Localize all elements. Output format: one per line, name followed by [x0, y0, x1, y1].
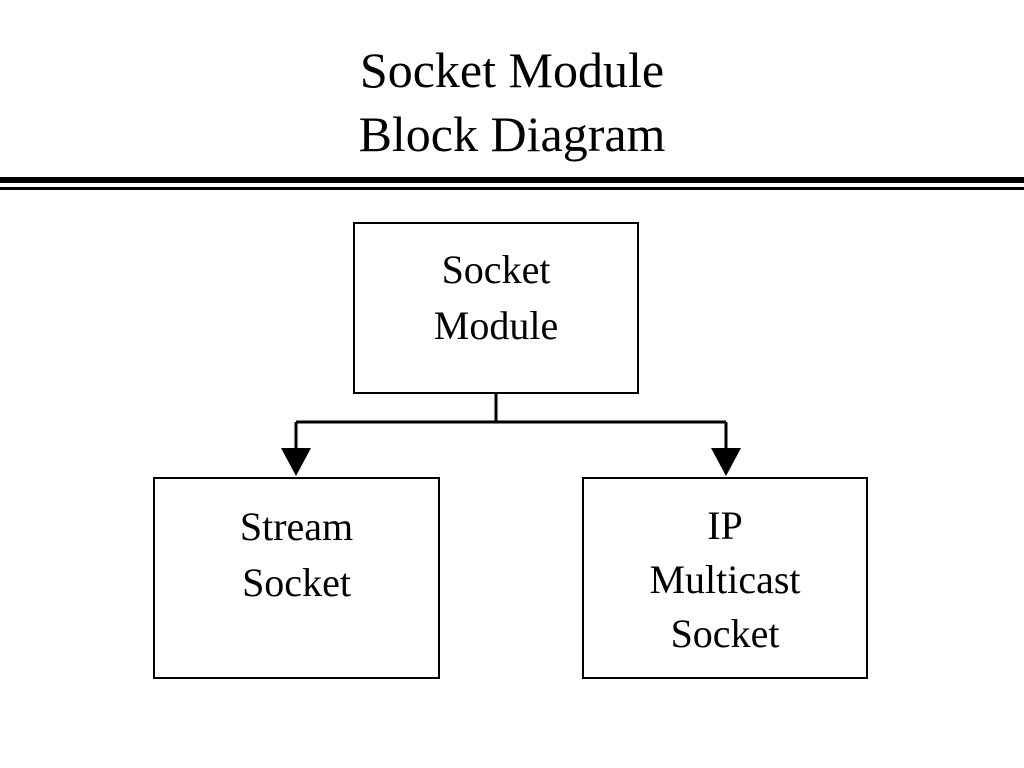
arrowhead-stream-socket: [281, 448, 311, 476]
node-socket-module: Socket Module: [353, 222, 639, 394]
node-label-line-2: Module: [433, 303, 559, 348]
title-line-1: Socket Module: [359, 42, 665, 98]
node-label-line-3: Socket: [670, 611, 780, 656]
title-divider-thin: [0, 187, 1024, 190]
title-line-2: Block Diagram: [358, 106, 666, 162]
node-label-line-2: Socket: [242, 560, 351, 605]
node-label-line-1: IP: [707, 503, 743, 548]
node-label-line-2: Multicast: [649, 557, 801, 602]
node-stream-socket: Stream Socket: [153, 477, 440, 679]
arrowhead-ip-multicast-socket: [711, 448, 741, 476]
node-label-line-1: Socket: [441, 247, 551, 292]
node-label-line-1: Stream: [239, 504, 354, 549]
slide-title: Socket Module Block Diagram: [0, 38, 1024, 166]
node-ip-multicast-socket: IP Multicast Socket: [582, 477, 868, 679]
title-divider-thick: [0, 177, 1024, 183]
